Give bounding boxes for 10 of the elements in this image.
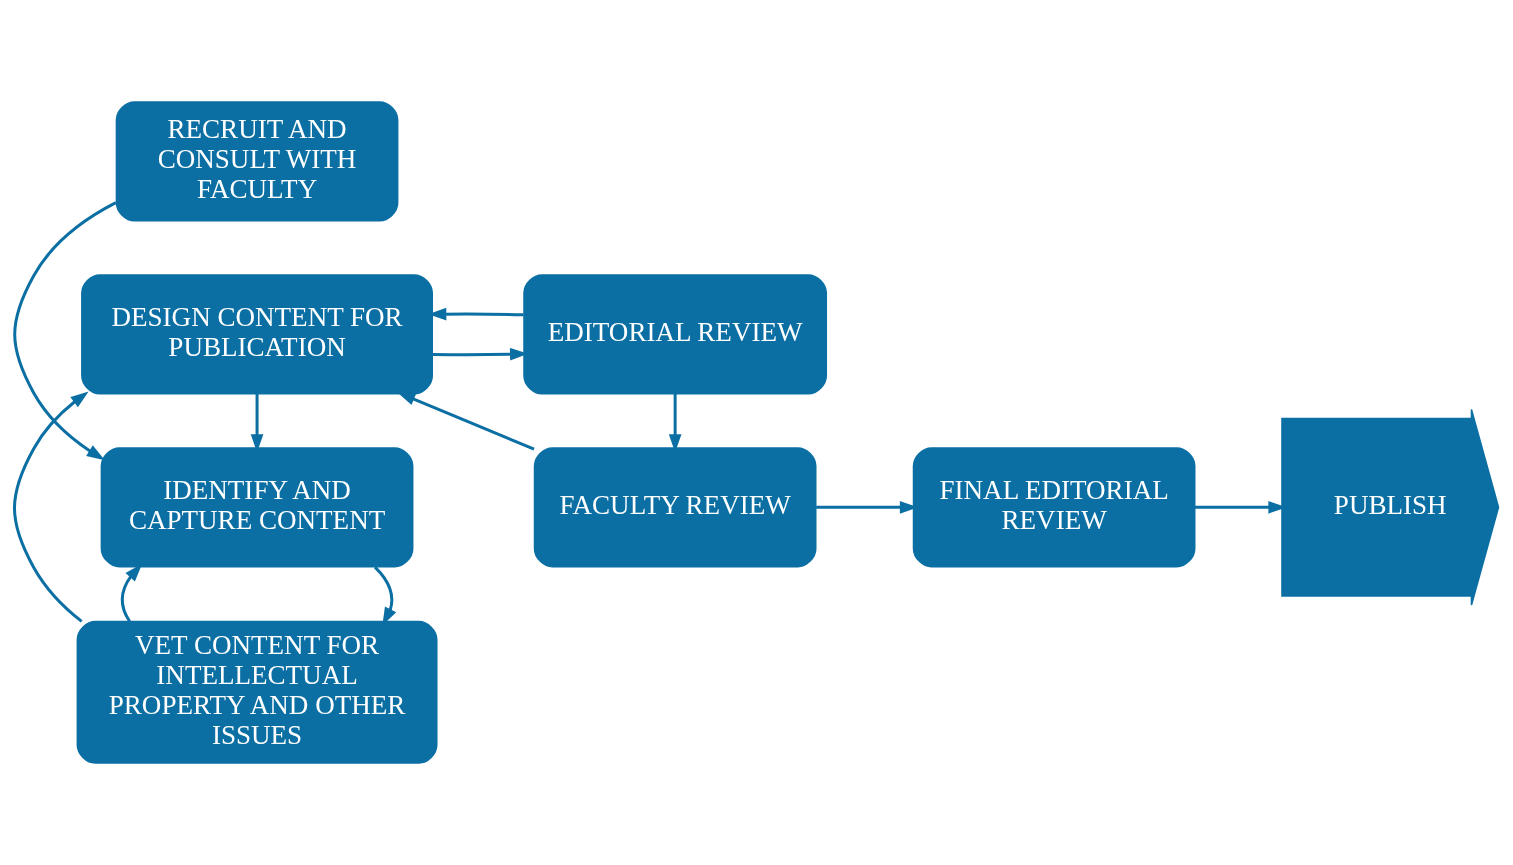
node-box: DESIGN CONTENT FOR PUBLICATION (81, 274, 433, 395)
arrow (397, 392, 535, 451)
node-box: IDENTIFY AND CAPTURE CONTENT (100, 447, 414, 568)
node-box: FACULTY REVIEW (533, 447, 817, 568)
node-box: FINAL EDITORIAL REVIEW (912, 447, 1196, 568)
arrow (13, 391, 89, 623)
node-box: VET CONTENT FOR INTELLECTUAL PROPERTY AND OTHER ISSUES (76, 620, 438, 764)
arrow (13, 201, 117, 461)
node-box: RECRUIT AND CONSULT WITH FACULTY (115, 101, 399, 222)
node-box: EDITORIAL REVIEW (523, 274, 828, 395)
